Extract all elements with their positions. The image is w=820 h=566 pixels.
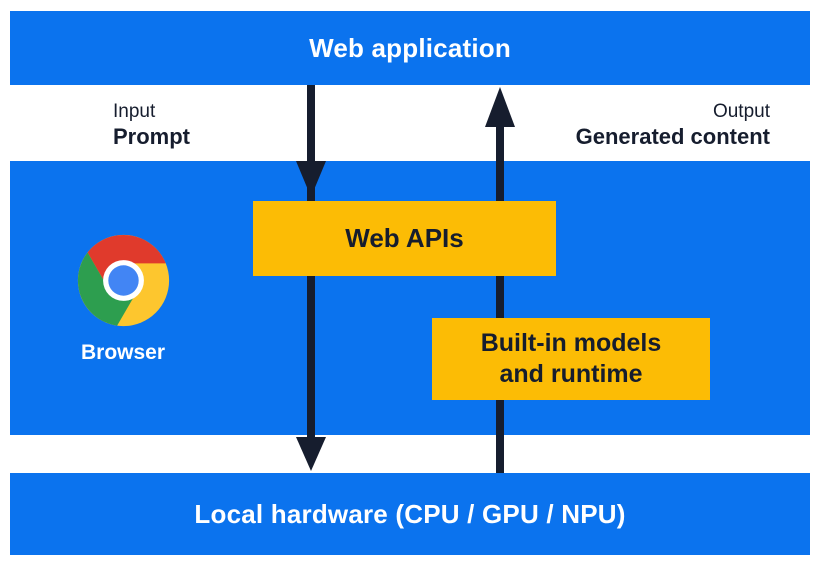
input-label-group: Input Prompt [113, 100, 190, 150]
local-hardware-box: Local hardware (CPU / GPU / NPU) [10, 473, 810, 555]
web-application-box: Web application [10, 11, 810, 85]
chrome-green-segment [77, 252, 134, 326]
browser-label: Browser [80, 341, 166, 364]
input-label: Input [113, 101, 156, 122]
output-label: Output [712, 101, 770, 122]
built-in-models-label: Built-in models and runtime [480, 329, 662, 388]
local-hardware-label: Local hardware (CPU / GPU / NPU) [194, 498, 626, 529]
web-apis-label: Web APIs [345, 223, 464, 253]
down-arrowhead-hardware [296, 437, 326, 471]
prompt-label: Prompt [113, 124, 190, 149]
generated-content-label: Generated content [575, 124, 770, 149]
chrome-browser-icon [77, 234, 170, 327]
output-label-group: Output Generated content [576, 100, 770, 150]
chrome-blue-center [108, 265, 139, 296]
web-application-label: Web application [309, 32, 511, 63]
web-apis-box: Web APIs [253, 201, 556, 276]
up-arrowhead-webapp [485, 87, 515, 127]
built-in-models-box: Built-in models and runtime [432, 318, 710, 400]
